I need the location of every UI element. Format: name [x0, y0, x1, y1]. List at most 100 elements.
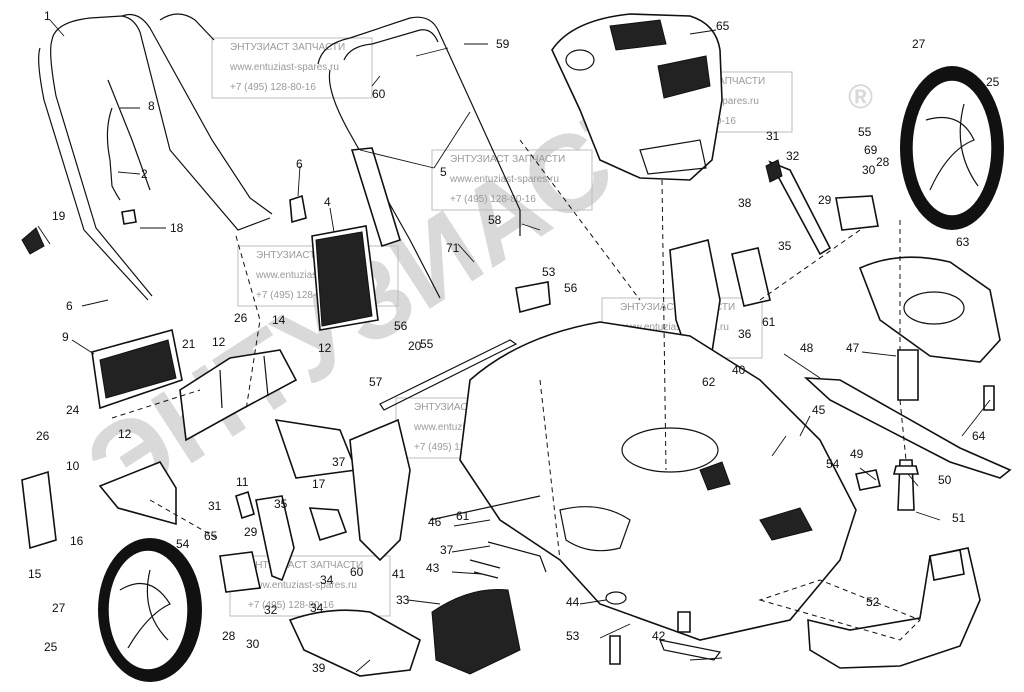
- part-callout-45: 45: [812, 403, 826, 417]
- part-callout-32: 32: [264, 603, 278, 617]
- part-callout-21: 21: [182, 337, 196, 351]
- mulch-plug: [98, 461, 177, 526]
- blade-bolt-hub: [897, 349, 919, 401]
- part-callout-26: 26: [36, 429, 50, 443]
- mower-deck: [459, 321, 857, 641]
- watermark-company: ЭНТУЗИАСТ ЗАПЧАСТИ: [230, 42, 345, 53]
- part-callout-61: 61: [456, 509, 470, 523]
- watermark-phone: +7 (495) 128-80-16: [248, 600, 334, 611]
- rear-deflector: [274, 419, 358, 479]
- watermark-company: ЭНТУЗИАСТ ЗАПЧАСТИ: [450, 154, 565, 165]
- watermark-site: www.entuziast-spares.ru: [247, 580, 357, 591]
- part-callout-60: 60: [350, 565, 364, 579]
- watermark-site: www.entuziast-spares.ru: [619, 322, 729, 333]
- part-callout-42: 42: [652, 629, 666, 643]
- part-callout-20: 20: [408, 339, 422, 353]
- rear-bracket: [179, 349, 298, 442]
- part-callout-37: 37: [332, 455, 346, 469]
- part-callout-59: 59: [496, 37, 510, 51]
- part-callout-54: 54: [826, 457, 840, 471]
- part-callout-53: 53: [542, 265, 556, 279]
- part-callout-65: 65: [204, 529, 218, 543]
- wheel-front-right: [900, 66, 1004, 230]
- part-callout-12: 12: [118, 427, 132, 441]
- part-callout-6: 6: [296, 157, 303, 171]
- part-callout-69: 69: [864, 143, 878, 157]
- guard-outline: [758, 579, 921, 641]
- part-callout-54: 54: [176, 537, 190, 551]
- part-callout-35: 35: [778, 239, 792, 253]
- part-callout-25: 25: [44, 640, 58, 654]
- control-cable: [106, 107, 121, 201]
- watermark-stamp: ЭНТУЗИАСТ ЗАПЧАСТИ www.entuziast-spares.r…: [431, 149, 593, 211]
- part-callout-11: 11: [236, 475, 249, 489]
- part-callout-56: 56: [394, 319, 408, 333]
- part-callout-40: 40: [732, 363, 746, 377]
- part-callout-50: 50: [938, 473, 952, 487]
- part-callout-30: 30: [862, 163, 876, 177]
- part-callout-43: 43: [426, 561, 440, 575]
- part-callout-53: 53: [566, 629, 580, 643]
- engine: [551, 13, 723, 181]
- watermark-registered-mark: ®: [848, 78, 873, 116]
- watermark-company: ЭНТУЗИАСТ ЗАПЧАСТИ: [248, 560, 363, 571]
- part-callout-64: 64: [972, 429, 986, 443]
- part-callout-28: 28: [876, 155, 890, 169]
- rear-flap: [91, 329, 183, 410]
- part-callout-4: 4: [324, 195, 331, 209]
- part-callout-1: 1: [44, 9, 51, 23]
- part-callout-60: 60: [372, 87, 386, 101]
- height-adjuster-left: [349, 418, 411, 562]
- part-callout-56: 56: [564, 281, 578, 295]
- part-callout-32: 32: [786, 149, 800, 163]
- part-callout-29: 29: [818, 193, 832, 207]
- watermark-site: www.entuziast-spares.ru: [449, 174, 559, 185]
- part-callout-47: 47: [846, 341, 860, 355]
- part-callout-34: 34: [320, 573, 334, 587]
- part-callout-24: 24: [66, 403, 80, 417]
- part-callout-12: 12: [212, 335, 226, 349]
- part-callout-38: 38: [738, 196, 752, 210]
- part-callout-6: 6: [66, 299, 73, 313]
- part-callout-34: 34: [310, 601, 324, 615]
- watermark-stamp-frame: [211, 37, 373, 99]
- watermark-stamp: ЭНТУЗИАСТ ЗАПЧАСТИ www.entuziast-spares.r…: [211, 37, 373, 99]
- part-callout-61: 61: [762, 315, 776, 329]
- part-callout-65: 65: [716, 19, 730, 33]
- part-callout-44: 44: [566, 595, 580, 609]
- lower-handle: [38, 13, 273, 301]
- part-callout-49: 49: [850, 447, 864, 461]
- part-callout-48: 48: [800, 341, 814, 355]
- part-callout-71: 71: [446, 241, 460, 255]
- small-parts: [21, 159, 995, 665]
- watermark-phone: +7 (495) 128-80-16: [230, 82, 316, 93]
- part-callout-17: 17: [312, 477, 326, 491]
- part-callout-18: 18: [170, 221, 184, 235]
- part-callout-28: 28: [222, 629, 236, 643]
- watermark-site: www.entuziast-spares.ru: [229, 62, 339, 73]
- part-callout-46: 46: [428, 515, 442, 529]
- watermark-phone: +7 (495) 128-80-16: [450, 194, 536, 205]
- part-callout-39: 39: [312, 661, 326, 675]
- part-callout-51: 51: [952, 511, 966, 525]
- watermark-site: www.entuziast-spares.ru: [255, 270, 365, 281]
- part-callout-52: 52: [866, 595, 880, 609]
- blade-washer: [892, 465, 920, 475]
- side-bracket-15: [21, 470, 57, 550]
- part-callout-36: 36: [738, 327, 752, 341]
- part-callout-55: 55: [858, 125, 872, 139]
- part-callout-58: 58: [488, 213, 502, 227]
- part-callout-30: 30: [246, 637, 260, 651]
- wheel-rear-left: [98, 538, 202, 682]
- side-discharge-chute-right: [431, 589, 521, 675]
- part-callout-62: 62: [702, 375, 716, 389]
- part-callout-25: 25: [986, 75, 1000, 89]
- rear-axle: [379, 339, 518, 411]
- part-callout-26: 26: [234, 311, 248, 325]
- part-callout-57: 57: [369, 375, 383, 389]
- part-callout-12: 12: [318, 341, 332, 355]
- part-callout-9: 9: [62, 330, 69, 344]
- upper-handle: [317, 16, 521, 299]
